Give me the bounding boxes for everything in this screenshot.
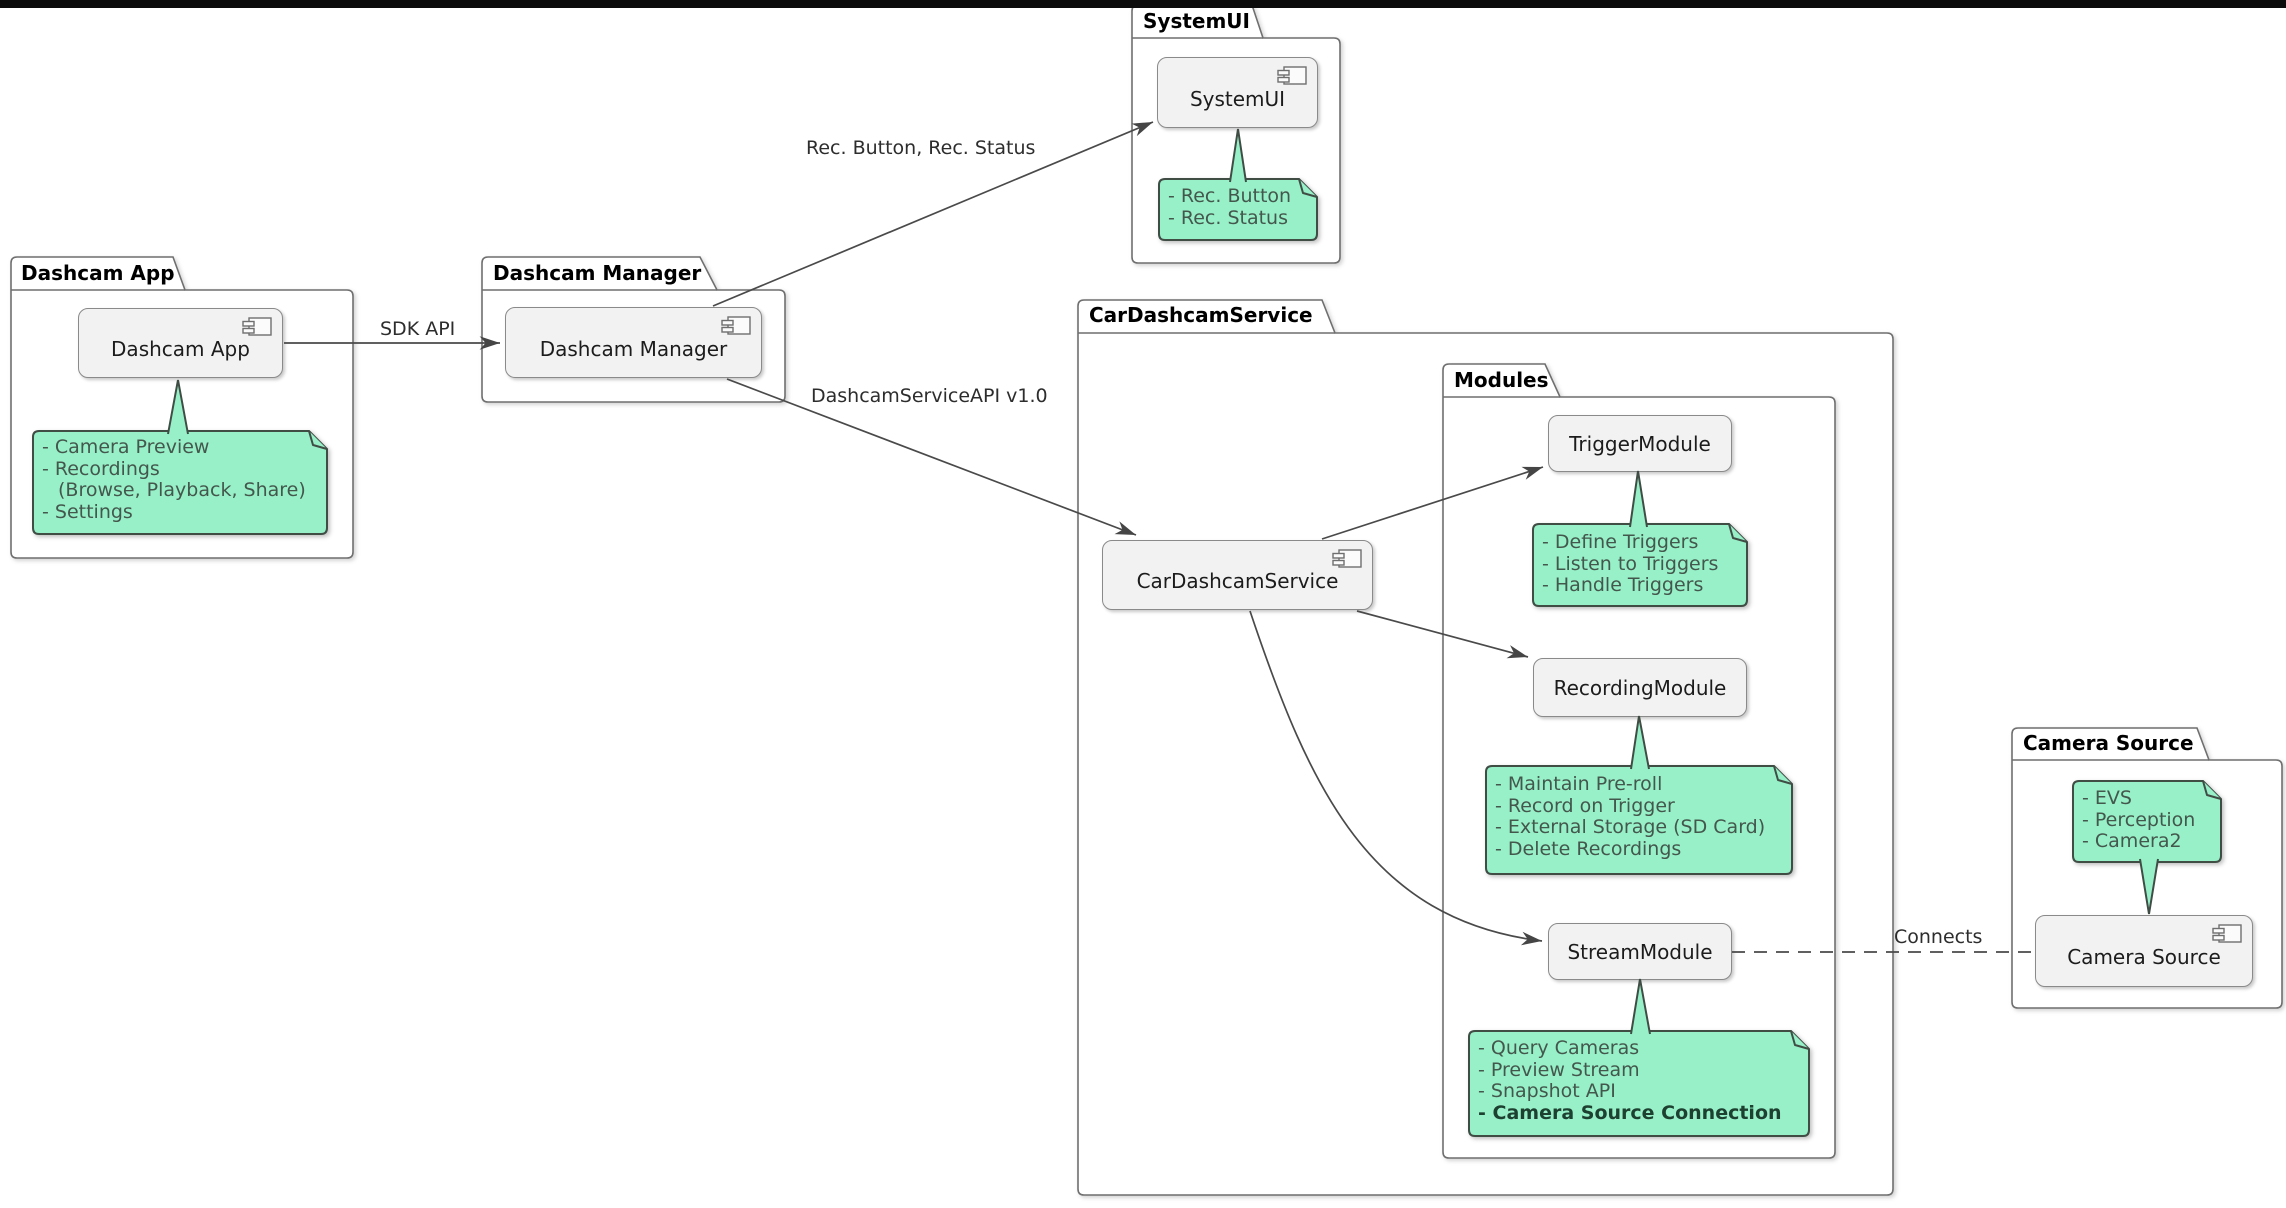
component-dashcam-manager: Dashcam Manager — [505, 307, 762, 378]
package-label-systemui: SystemUI — [1143, 9, 1250, 33]
note-line: (Browse, Playback, Share) — [58, 479, 306, 501]
package-label-camera-source: Camera Source — [2023, 731, 2194, 755]
component-triggermodule: TriggerModule — [1548, 415, 1732, 472]
component-label: RecordingModule — [1553, 675, 1727, 700]
note-line: - External Storage (SD Card) — [1495, 816, 1766, 838]
component-cardashcamservice: CarDashcamService — [1102, 540, 1373, 610]
note-line: - Camera Source Connection — [1478, 1101, 1782, 1124]
component-label: StreamModule — [1567, 939, 1713, 964]
note-recordingmodule: - Maintain Pre-roll - Record on Trigger … — [1485, 765, 1793, 875]
bottom-black-bar — [0, 0, 2286, 8]
component-label: TriggerModule — [1569, 431, 1711, 456]
note-line: - Query Cameras — [1478, 1037, 1640, 1059]
component-label: SystemUI — [1189, 86, 1286, 111]
note-line: - Delete Recordings — [1495, 837, 1682, 860]
note-line: - Settings — [42, 500, 133, 523]
note-line: - Perception — [2082, 808, 2196, 831]
component-label: CarDashcamService — [1136, 569, 1339, 593]
note-camera-source: - EVS - Perception - Camera2 — [2072, 780, 2222, 863]
note-shape — [32, 430, 328, 535]
component-label: Dashcam App — [111, 337, 250, 361]
package-label-dashcam-app: Dashcam App — [21, 261, 175, 285]
note-line: - Rec. Button — [1168, 185, 1292, 207]
note-line: - EVS — [2082, 787, 2132, 809]
note-line: - Camera Preview — [42, 436, 210, 458]
note-fold-icon — [308, 430, 328, 450]
note-shape — [1158, 178, 1318, 241]
note-streammodule: - Query Cameras - Preview Stream - Snaps… — [1468, 1030, 1810, 1137]
note-line: - Rec. Status — [1168, 206, 1289, 229]
component-recordingmodule: RecordingModule — [1533, 658, 1747, 717]
note-shape — [1468, 1030, 1810, 1137]
component-label: Dashcam Manager — [539, 336, 728, 361]
edge-label-connects: Connects — [1894, 926, 1983, 948]
note-line: - Preview Stream — [1478, 1058, 1640, 1081]
component-icon — [1332, 549, 1362, 568]
note-line: - Recordings — [42, 457, 160, 480]
package-label-cardashcamservice: CarDashcamService — [1089, 303, 1313, 327]
component-icon — [242, 317, 272, 336]
package-label-modules: Modules — [1454, 368, 1549, 392]
package-label-dashcam-manager: Dashcam Manager — [493, 261, 702, 285]
component-dashcam-app: Dashcam App — [78, 308, 283, 378]
note-line: - Maintain Pre-roll — [1495, 773, 1663, 795]
note-systemui: - Rec. Button - Rec. Status — [1158, 178, 1318, 241]
component-systemui: SystemUI — [1157, 57, 1318, 128]
note-fold-icon — [1728, 523, 1748, 543]
note-fold-icon — [1773, 765, 1793, 785]
edge-label-dashcamserviceapi: DashcamServiceAPI v1.0 — [811, 385, 1048, 407]
note-line: - Record on Trigger — [1495, 794, 1675, 817]
edge-label-sdk-api: SDK API — [380, 318, 456, 340]
note-triggermodule: - Define Triggers - Listen to Triggers -… — [1532, 523, 1748, 607]
note-line: - Listen to Triggers — [1542, 552, 1719, 575]
component-icon — [2212, 924, 2242, 943]
note-shape — [2072, 780, 2222, 863]
component-label: Camera Source — [2067, 945, 2221, 969]
note-line: - Handle Triggers — [1542, 574, 1704, 596]
note-line: - Camera2 — [2082, 830, 2182, 852]
edge-label-rec-button-status: Rec. Button, Rec. Status — [806, 137, 1036, 159]
note-fold-icon — [2202, 780, 2222, 800]
component-camera-source: Camera Source — [2035, 915, 2253, 987]
note-line: - Define Triggers — [1542, 531, 1699, 553]
component-icon — [721, 316, 751, 335]
note-fold-icon — [1298, 178, 1318, 198]
note-dashcam-app: - Camera Preview - Recordings (Browse, P… — [32, 430, 328, 535]
component-icon — [1277, 66, 1307, 85]
note-fold-icon — [1790, 1030, 1810, 1050]
component-streammodule: StreamModule — [1548, 923, 1732, 980]
note-line: - Snapshot API — [1478, 1080, 1616, 1102]
